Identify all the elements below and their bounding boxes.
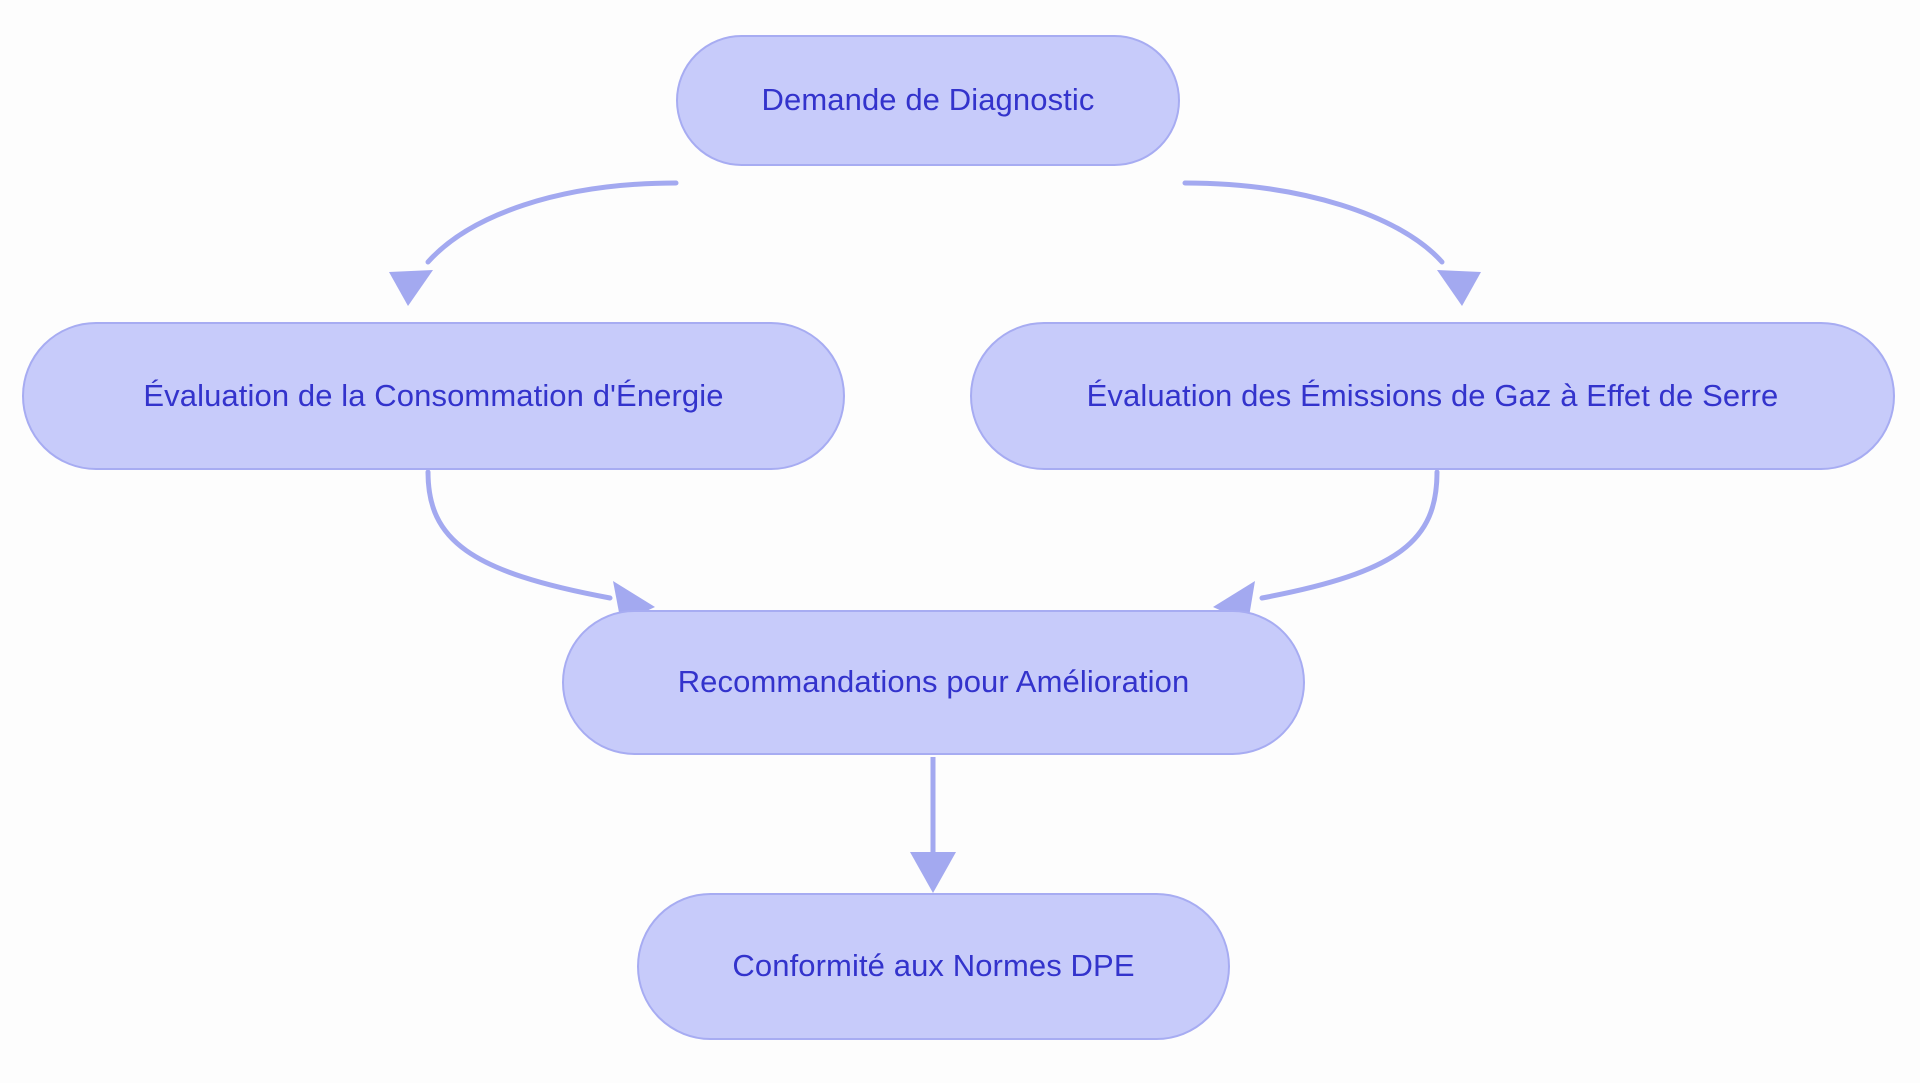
node-evaluation-emissions-gaz-effet-serre[interactable]: Évaluation des Émissions de Gaz à Effet … — [970, 322, 1895, 470]
edge-request-to-energy — [389, 180, 679, 306]
node-label: Recommandations pour Amélioration — [677, 664, 1190, 700]
node-label: Évaluation des Émissions de Gaz à Effet … — [1086, 377, 1779, 413]
node-label: Conformité aux Normes DPE — [732, 948, 1135, 984]
edge-emissions-to-recommend — [1213, 469, 1440, 623]
node-label: Évaluation de la Consommation d'Énergie — [143, 377, 724, 413]
arrowhead-icon — [389, 270, 433, 306]
node-recommandations-pour-amelioration[interactable]: Recommandations pour Amélioration — [562, 610, 1305, 755]
node-conformite-aux-normes-dpe[interactable]: Conformité aux Normes DPE — [637, 893, 1230, 1040]
node-demande-de-diagnostic[interactable]: Demande de Diagnostic — [676, 35, 1180, 166]
edge-recommend-to-compliance — [910, 757, 956, 893]
arrowhead-icon — [910, 852, 956, 893]
node-label: Demande de Diagnostic — [761, 82, 1095, 118]
node-evaluation-consommation-energie[interactable]: Évaluation de la Consommation d'Énergie — [22, 322, 845, 470]
arrowhead-icon — [1437, 270, 1481, 306]
edge-request-to-emissions — [1182, 180, 1481, 306]
edge-energy-to-recommend — [425, 469, 655, 623]
